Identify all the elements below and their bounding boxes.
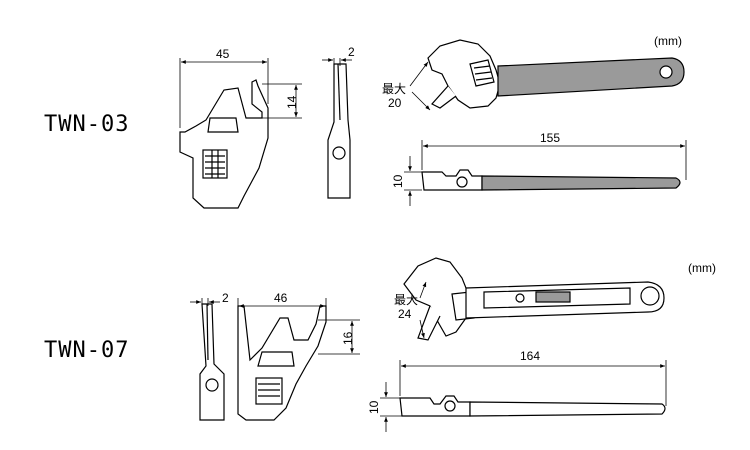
twn-03-overall-length-value: 155 [540, 131, 560, 145]
model-label-twn-07: TWN-07 [44, 338, 130, 363]
twn-03-profile-thickness-dimension [404, 156, 422, 206]
twn-03-max-opening-label: 最大 [382, 82, 406, 96]
model-label-twn-03: TWN-03 [44, 112, 130, 137]
twn-03-max-opening-value: 20 [388, 96, 402, 110]
twn-07-length-dimension [399, 360, 667, 406]
twn-07-head-width-dimension [237, 298, 327, 308]
twn-03-jaw-width-value: 45 [216, 47, 230, 61]
twn-07-max-opening-label: 最大 [394, 293, 418, 307]
twn-07-head-front-view [237, 305, 327, 421]
twn-07-profile-thickness-value: 10 [367, 400, 381, 414]
unit-label-twn-07: (mm) [688, 261, 716, 275]
twn-07-profile-view [399, 395, 666, 417]
twn-03-head-depth-dimension [262, 83, 302, 119]
unit-label-twn-03: (mm) [654, 34, 682, 48]
twn-07-head-side-view [199, 303, 225, 421]
twn-07-jaw-thickness-value: 2 [222, 291, 229, 305]
twn-03-head-side-view [327, 63, 351, 199]
twn-07-perspective-view [403, 257, 665, 341]
twn-03-head-front-view [179, 79, 269, 209]
twn-07-jaw-thickness-dimension [190, 298, 220, 306]
twn-07-head-depth-value: 16 [341, 331, 355, 345]
twn-07-max-opening-value: 24 [398, 307, 412, 321]
twn-07-head-depth-dimension [318, 319, 360, 355]
twn-03-jaw-thickness-value: 2 [348, 45, 355, 59]
twn-03-head-depth-value: 14 [285, 95, 299, 109]
twn-07-max-opening-dimension [419, 281, 427, 339]
twn-07-jaw-width-value: 46 [274, 291, 288, 305]
twn-03-length-dimension [421, 140, 687, 180]
twn-03-perspective-view [427, 39, 685, 109]
twn-03-max-opening-dimension [409, 61, 431, 111]
twn-07-overall-length-value: 164 [520, 349, 540, 363]
twn-03-profile-view [421, 169, 681, 191]
twn-07-profile-thickness-dimension [380, 382, 402, 432]
twn-03-head-width-dimension [179, 58, 269, 128]
twn-03-profile-thickness-value: 10 [391, 174, 405, 188]
twn-03-jaw-thickness-dimension [322, 58, 352, 66]
